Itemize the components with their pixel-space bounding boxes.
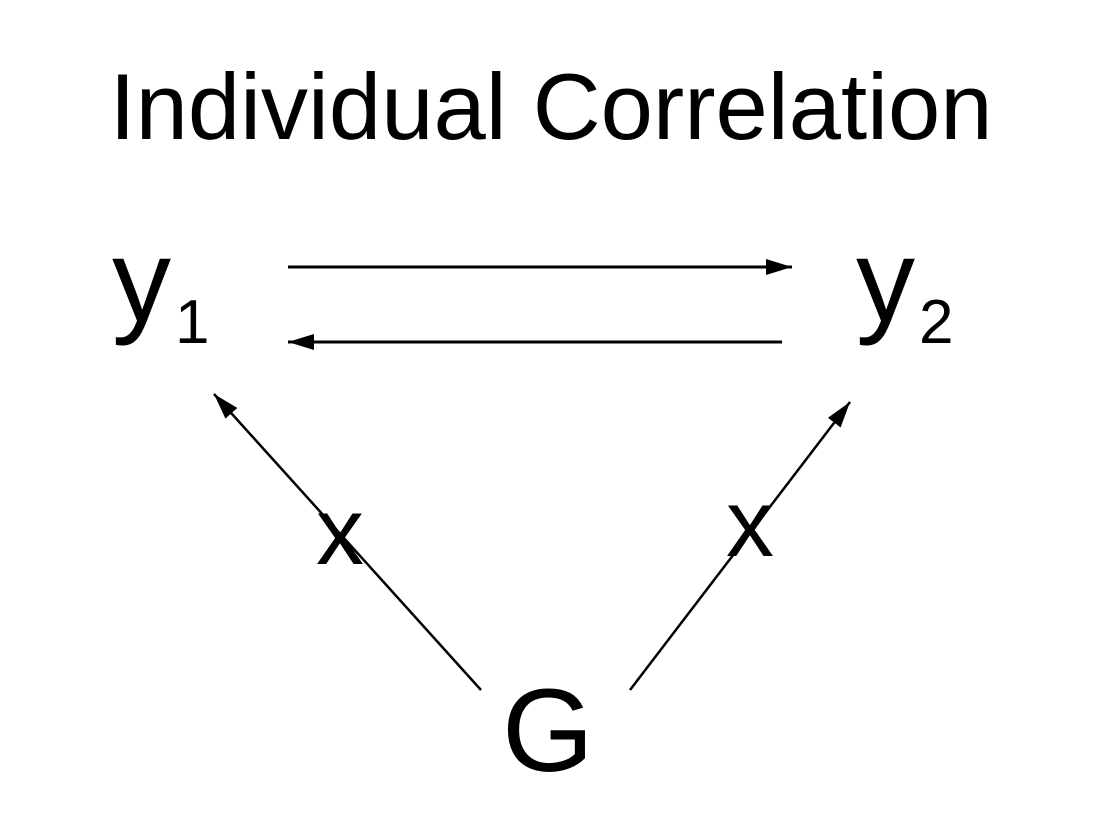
diagram-title: Individual Correlation: [109, 54, 993, 159]
arrow-g-to-y2: [629, 401, 851, 691]
node-y1: y1: [112, 222, 209, 354]
edge-label-g-y2: x: [726, 470, 774, 577]
node-y2-symbol: y: [856, 215, 915, 347]
node-y2: y2: [856, 222, 953, 354]
node-g: G: [502, 665, 594, 797]
node-y1-subscript: 1: [175, 288, 210, 357]
edge-label-g-y1: x: [316, 478, 364, 585]
node-y2-subscript: 2: [919, 288, 954, 357]
arrow-g-to-y1: [213, 393, 482, 691]
node-y1-symbol: y: [112, 215, 171, 347]
